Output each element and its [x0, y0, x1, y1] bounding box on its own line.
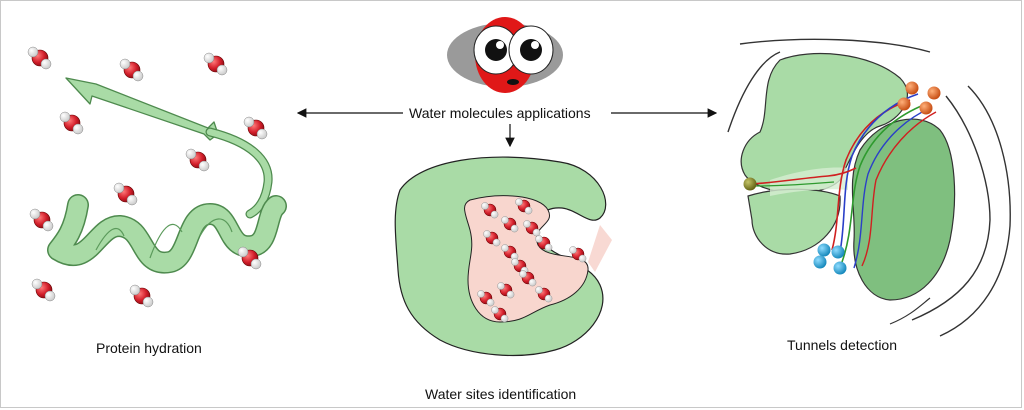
- protein-pocket-icon: [394, 156, 612, 357]
- label-protein-hydration: Protein hydration: [96, 340, 202, 356]
- label-tunnels-detection: Tunnels detection: [787, 337, 897, 353]
- tunnel-paths-icon: [727, 38, 1011, 337]
- label-water-sites: Water sites identification: [425, 386, 577, 402]
- diagram-title: Water molecules applications: [409, 105, 591, 121]
- mascot-face-icon: [447, 17, 563, 93]
- protein-helix-icon: [47, 77, 287, 274]
